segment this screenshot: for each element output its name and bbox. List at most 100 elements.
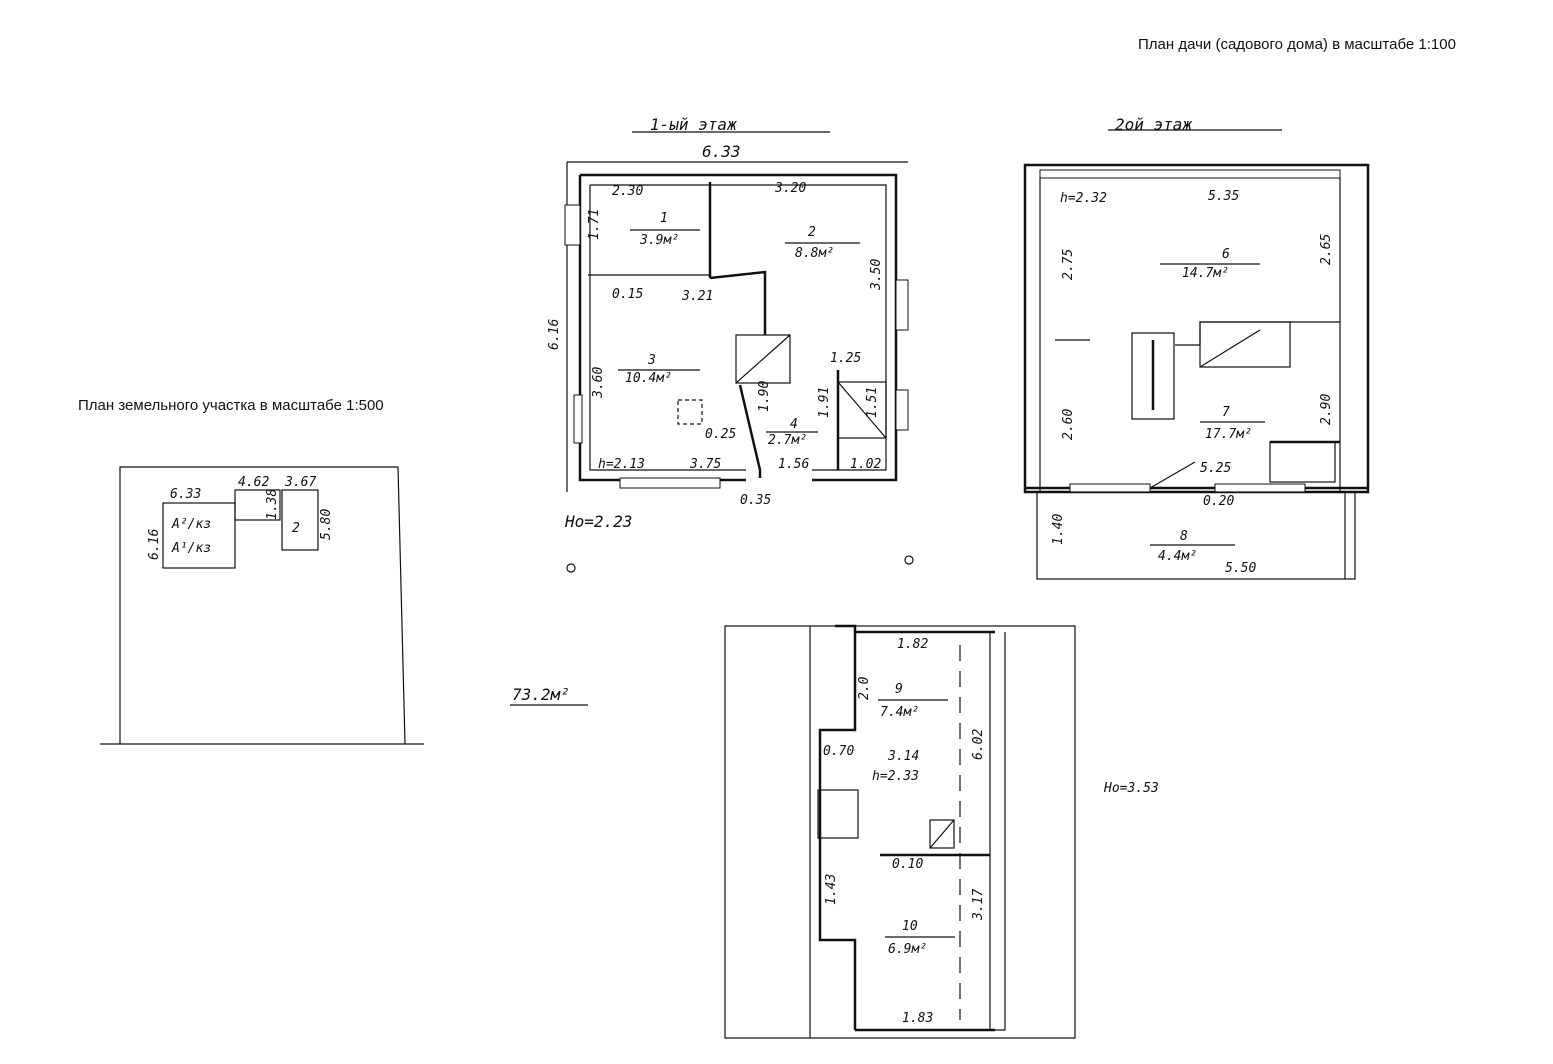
basement-dim-143: 1.43 [824,874,839,905]
floor2-dim-550: 5.50 [1225,561,1256,576]
floor1-dim-375: 3.75 [689,457,721,472]
basement-frame [724,625,1076,1039]
floor2-dim-020: 0.20 [1203,494,1234,509]
basement-ground-level: Hо=3.53 [1103,781,1159,796]
floor2-stair-right [1269,441,1336,483]
room2-depth: 3.50 [869,259,884,291]
floor1-wall-2-3 [709,270,767,335]
total-area: 73.2м² [512,685,570,704]
floor1-dim-102: 1.02 [850,457,881,472]
floor2-window-bottom-left [1069,483,1151,493]
room8-area: 4.4м² [1158,549,1197,564]
floor2-dim-260: 2.60 [1061,409,1076,440]
floor1-dim-190: 1.90 [757,381,772,412]
floor2-dim-265: 2.65 [1319,234,1334,265]
floor1-dim-321: 3.21 [681,289,713,304]
floor1-marker-right [904,555,914,565]
floor2-width: 5.35 [1208,189,1239,204]
house-plan-title: План дачи (садового дома) в масштабе 1:1… [1138,36,1456,53]
floor1-ground-level: Hо=2.23 [564,512,632,531]
floor1-stove [677,399,703,425]
basement-plan: 1.82 2.0 9 7.4м² 0.70 3.14 h=2.33 6.02 0… [724,624,1076,1039]
site-label-a2: A²/кз [171,517,211,532]
floor1-dim-025: 0.25 [705,427,736,442]
floor2-stair-opening-diag [1199,329,1261,368]
basement-dim-183: 1.83 [902,1011,933,1026]
floor1-stair [735,334,791,384]
floor1-closet [837,381,887,439]
floor1-dim-156: 1.56 [778,457,809,472]
room7-area: 17.7м² [1205,427,1252,442]
floor2-balcony [1036,491,1356,580]
room3-area: 10.4м² [625,371,672,386]
room1-num: 1 [660,211,668,226]
floor2-height: h=2.32 [1060,191,1107,206]
floor2-window-bottom-right [1214,483,1306,493]
basement-stair [817,789,859,839]
room9-area: 7.4м² [880,705,919,720]
floor1-window-left-bottom [573,394,583,444]
site-plan: 6.33 4.62 3.67 6.16 1.38 5.80 A²/кз A¹/к… [100,466,424,745]
floor2-stair-opening [1199,321,1291,368]
basement-dim-317: 3.17 [971,889,986,921]
room2-width-value: 3.20 [774,181,806,196]
room4-num: 4 [790,417,798,432]
floor2-dim-275: 2.75 [1061,249,1076,280]
room8-num: 8 [1180,529,1188,544]
floor2-leaders [1149,461,1196,489]
room1-width: 2.30 [612,184,643,199]
site-label-2: 2 [292,521,300,536]
site-plan-title: План земельного участка в масштабе 1:500 [78,397,384,414]
site-dim-367: 3.67 [284,475,316,490]
floor2-window-top [1039,169,1341,179]
floor1-stair-diagonal [735,334,791,384]
basement-dim-602: 6.02 [971,729,986,760]
floor1-wall-4-left [738,384,762,478]
basement-dim-070: 0.70 [823,744,854,759]
floor1-heading: 1-ый этаж [650,115,737,134]
room6-num: 6 [1222,247,1230,262]
floor1-depth: 6.16 [547,319,562,350]
floor1-outer-walls [578,173,898,482]
room3-depth: 3.60 [591,367,606,399]
floor1-inner-walls [589,184,887,471]
room1-area: 3.9м² [639,233,679,248]
floor2-dim-525: 5.25 [1200,461,1231,476]
site-boundary [119,466,406,745]
basement-height: h=2.33 [872,769,919,784]
site-dim-580: 5.80 [319,509,334,540]
room2-num: 2 [808,225,816,240]
site-annex [234,489,281,521]
basement-chimney [929,819,955,849]
floor1-dim-035: 0.35 [740,493,771,508]
basement-dim-20: 2.0 [857,676,872,700]
room9-num: 9 [895,682,903,697]
floor1-dim-191: 1.91 [817,387,832,418]
site-dim-633: 6.33 [170,487,201,502]
floor1-window-right-bottom [895,389,909,431]
floor1-window-right-top [895,279,909,331]
room4-area: 2.7м² [768,433,807,448]
basement-dim-314: 3.14 [887,749,919,764]
floor1-width: 6.33 [702,142,741,161]
room10-num: 10 [902,919,918,934]
basement-chimney-diag [929,819,955,849]
room10-area: 6.9м² [888,942,927,957]
floor1-height: h=2.13 [598,457,645,472]
floor1-plan: 1-ый этаж 6.33 6.16 2.30 1.71 1 3.9м² 3.… [547,115,914,573]
floor2-plan: 2ой этаж h=2.32 5.35 2.75 2.65 6 14.7м² … [1023,115,1370,580]
site-dim-462: 4.62 [238,475,269,490]
room6-area: 14.7м² [1182,266,1229,281]
floor1-window-left-top [564,204,581,246]
basement-left-wall [818,624,857,1030]
site-house [162,502,236,569]
floor2-heading: 2ой этаж [1115,115,1192,134]
floor1-dim-151: 1.51 [865,387,880,418]
basement-dim-010: 0.10 [892,857,923,872]
floor1-marker-left [566,563,576,573]
room1-depth: 1.71 [587,209,602,240]
floor2-dim-140: 1.40 [1051,514,1066,545]
floor1-dim-015: 0.15 [612,287,643,302]
basement-right-wall [989,632,1006,1031]
